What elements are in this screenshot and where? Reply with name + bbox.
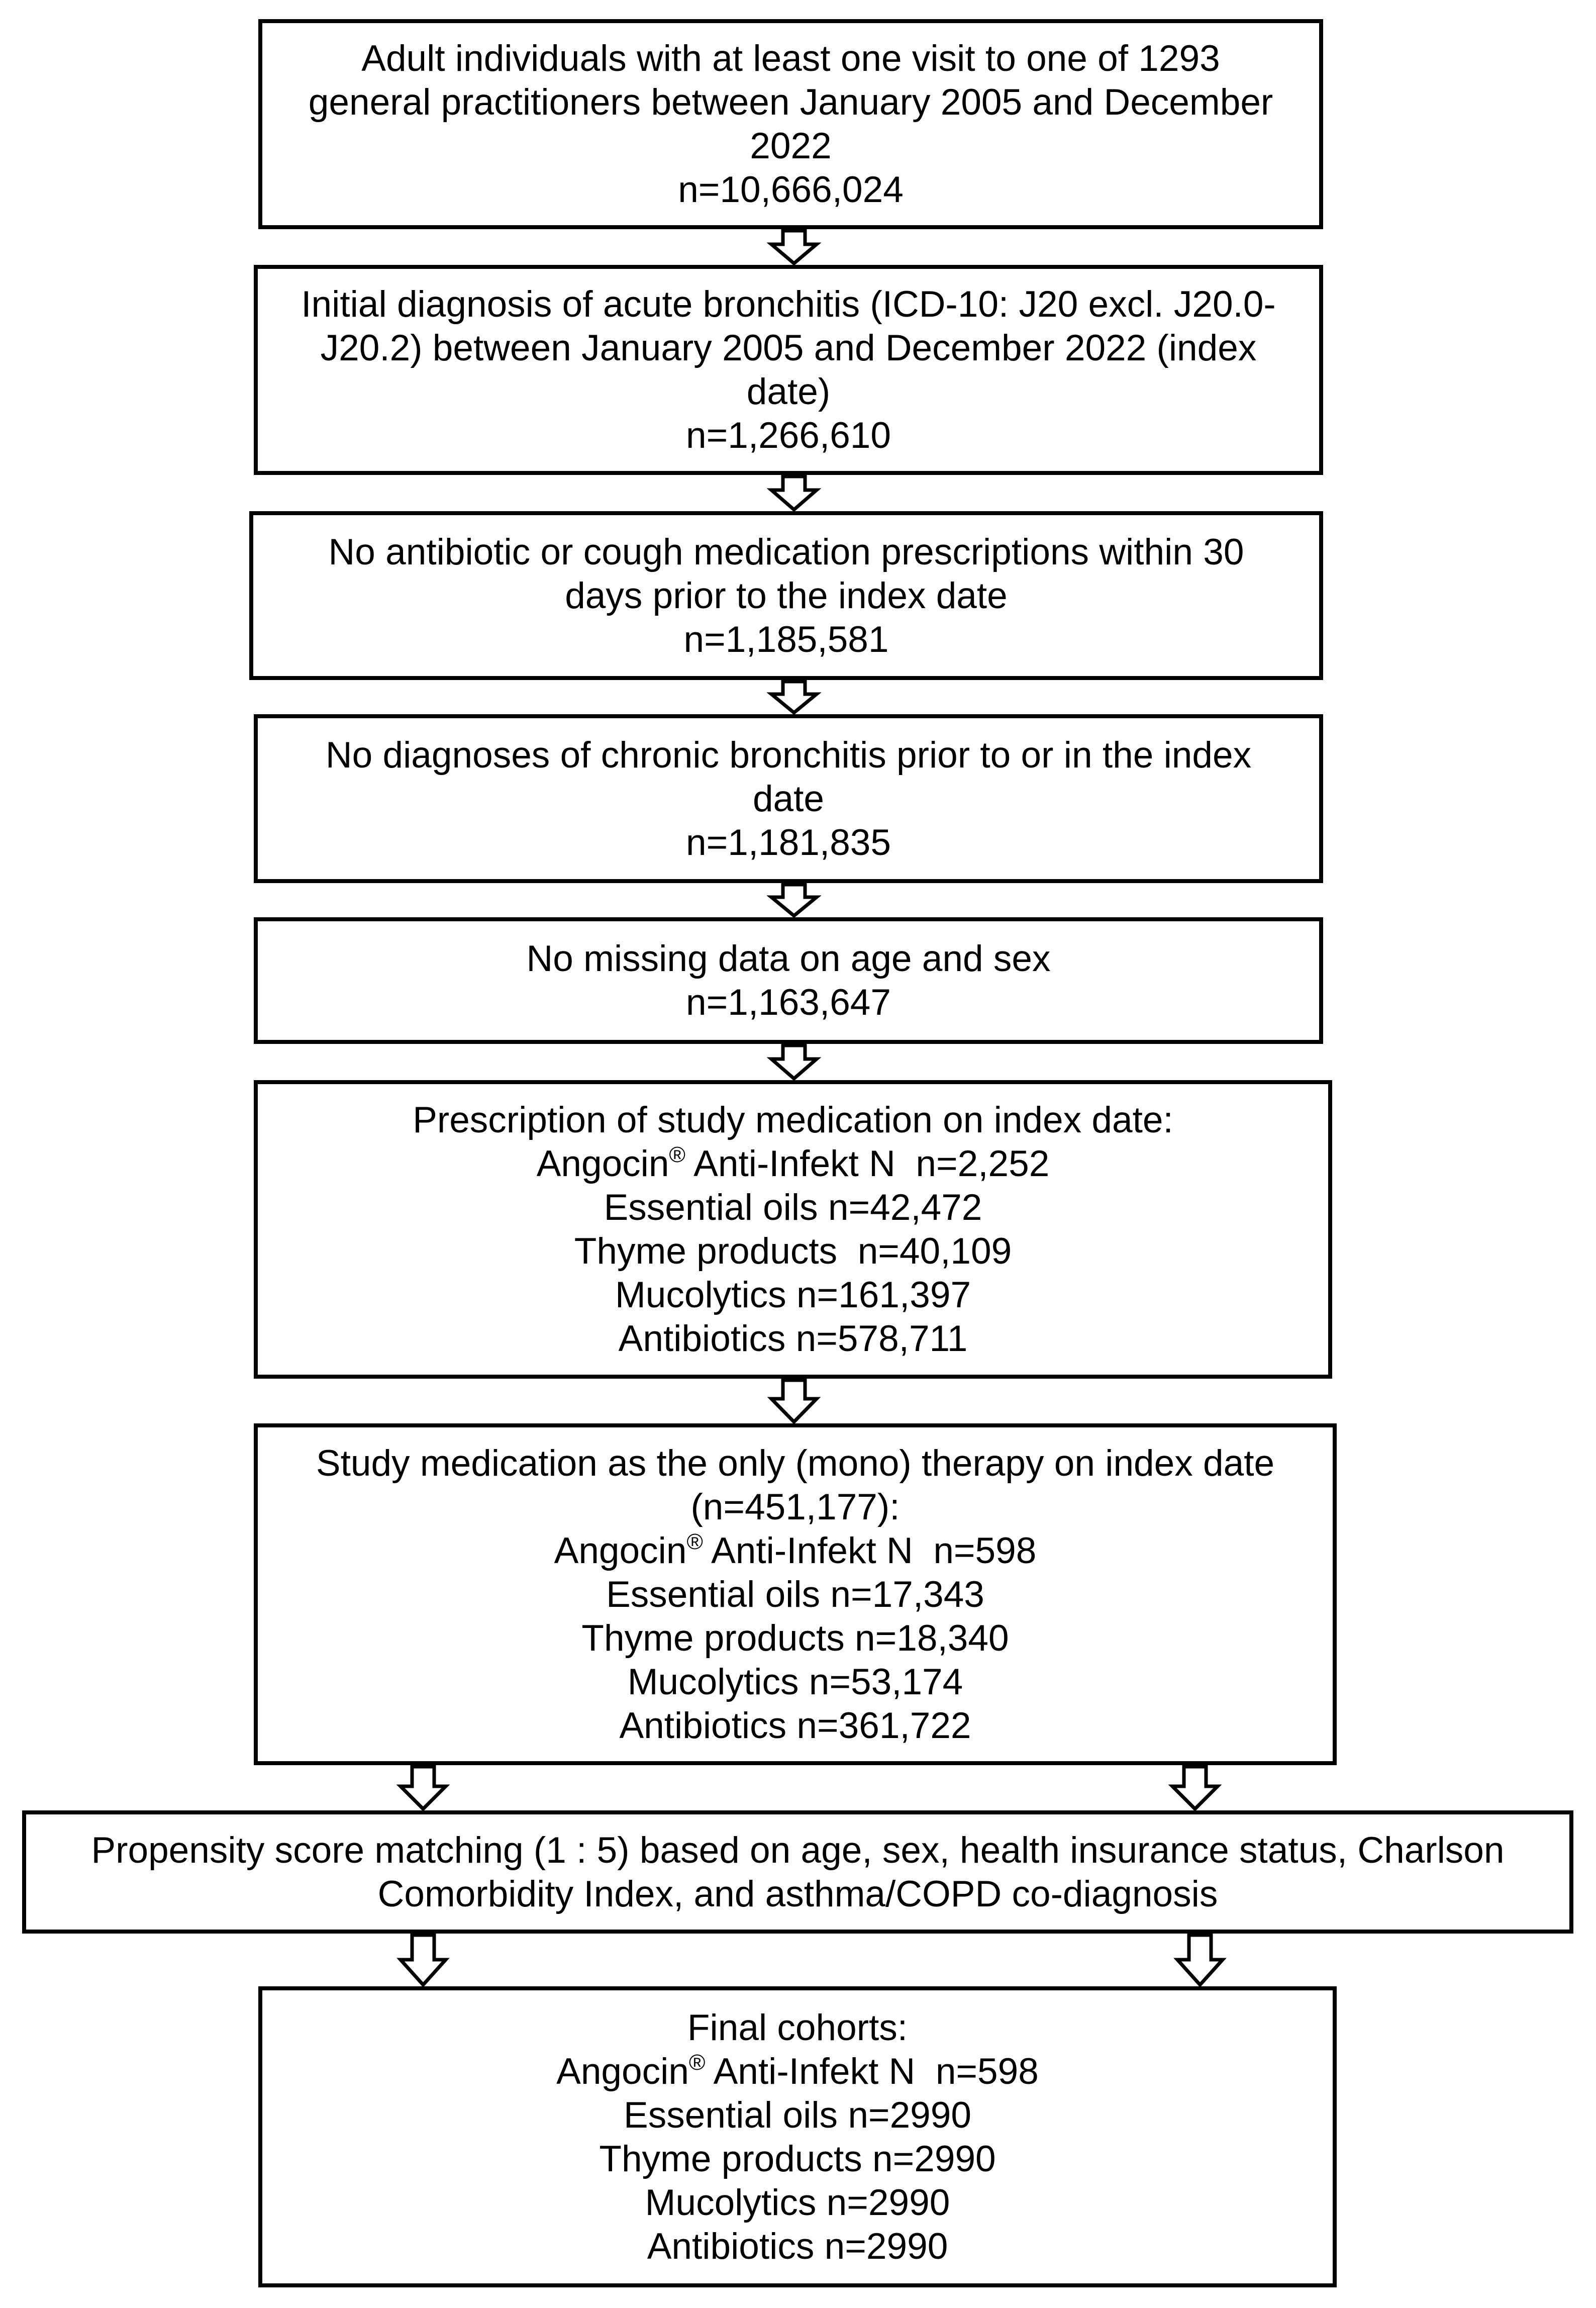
box3-count: n=1,185,581 [683,619,889,660]
box1-line-1: Adult individuals with at least one visi… [361,38,1220,79]
box-no-prior-prescriptions: No antibiotic or cough medication prescr… [249,511,1323,680]
box7-antibiotics: Antibiotics n=361,722 [619,1705,971,1746]
box1-count: n=10,666,024 [678,169,904,210]
box6-heading: Prescription of study medication on inde… [413,1100,1173,1140]
box-no-missing-data: No missing data on age and sex n=1,163,6… [254,917,1323,1044]
box9-angocin-name: Angocin [556,2051,689,2092]
arrow-down-icon-4 [766,883,822,918]
box7-heading-1: Study medication as the only (mono) ther… [316,1442,1275,1484]
box7-angocin: Angocin® Anti-Infekt N n=598 [554,1529,1037,1573]
arrow-down-icon-left-1 [396,1765,450,1811]
box3-line-2: days prior to the index date [565,575,1008,616]
box7-angocin-name: Angocin [554,1530,687,1571]
box7-essential-oils: Essential oils n=17,343 [606,1574,984,1615]
box9-heading: Final cohorts: [687,2007,908,2048]
box9-antibiotics: Antibiotics n=2990 [647,2226,948,2267]
box5-line-1: No missing data on age and sex [526,938,1051,979]
box6-angocin-name: Angocin [536,1143,669,1184]
box-final-cohorts: Final cohorts: Angocin® Anti-Infekt N n=… [258,1986,1337,2287]
arrow-down-icon-right-1 [1168,1765,1222,1811]
arrow-down-icon-2 [766,474,822,512]
box1-line-2: general practitioners between January 20… [308,82,1273,123]
box8-line-1: Propensity score matching (1 : 5) based … [91,1830,1505,1871]
box-propensity-score-matching: Propensity score matching (1 : 5) based … [22,1810,1573,1934]
box2-count: n=1,266,610 [686,415,891,456]
box7-mucolytics: Mucolytics n=53,174 [627,1661,963,1702]
box1-line-3: 2022 [750,126,832,166]
box-acute-bronchitis-diagnosis: Initial diagnosis of acute bronchitis (I… [254,265,1323,475]
box-adult-individuals: Adult individuals with at least one visi… [258,19,1323,229]
arrow-down-icon-1 [766,229,822,266]
box6-angocin-count: Anti-Infekt N n=2,252 [685,1143,1050,1184]
box4-line-2: date [752,778,825,819]
box7-thyme-products: Thyme products n=18,340 [581,1617,1009,1659]
box9-registered-mark: ® [688,2050,706,2075]
box-no-chronic-bronchitis: No diagnoses of chronic bronchitis prior… [254,714,1323,883]
box-study-medication-prescription: Prescription of study medication on inde… [254,1080,1332,1379]
box6-angocin: Angocin® Anti-Infekt N n=2,252 [537,1142,1050,1186]
box2-line-1: Initial diagnosis of acute bronchitis (I… [301,284,1276,325]
arrow-down-icon-left-2 [396,1933,450,1988]
arrow-down-icon-6 [767,1378,821,1425]
box9-essential-oils: Essential oils n=2990 [624,2094,971,2136]
arrow-down-icon-right-2 [1173,1933,1227,1988]
box7-registered-mark: ® [686,1529,703,1554]
box5-count: n=1,163,647 [686,982,891,1023]
box6-registered-mark: ® [669,1142,685,1167]
box9-mucolytics: Mucolytics n=2990 [645,2182,950,2223]
arrow-down-icon-5 [766,1043,822,1081]
box6-mucolytics: Mucolytics n=161,397 [615,1275,971,1315]
box8-line-2: Comorbidity Index, and asthma/COPD co-di… [377,1873,1218,1914]
box2-line-3: date) [746,371,831,412]
box7-angocin-count: Anti-Infekt N n=598 [703,1530,1037,1571]
box3-line-1: No antibiotic or cough medication prescr… [328,531,1244,572]
box9-angocin-count: Anti-Infekt N n=598 [705,2051,1039,2092]
box-monotherapy: Study medication as the only (mono) ther… [254,1423,1337,1765]
arrow-down-icon-3 [766,680,822,715]
box7-heading-2: (n=451,177): [690,1486,900,1527]
box6-thyme-products: Thyme products n=40,109 [574,1231,1012,1272]
box9-angocin: Angocin® Anti-Infekt N n=598 [556,2050,1039,2093]
box6-essential-oils: Essential oils n=42,472 [604,1187,982,1228]
box9-thyme-products: Thyme products n=2990 [599,2138,996,2179]
box4-count: n=1,181,835 [686,822,891,863]
box4-line-1: No diagnoses of chronic bronchitis prior… [325,734,1252,776]
box2-line-2: J20.2) between January 2005 and December… [320,328,1257,368]
box6-antibiotics: Antibiotics n=578,711 [618,1318,968,1359]
